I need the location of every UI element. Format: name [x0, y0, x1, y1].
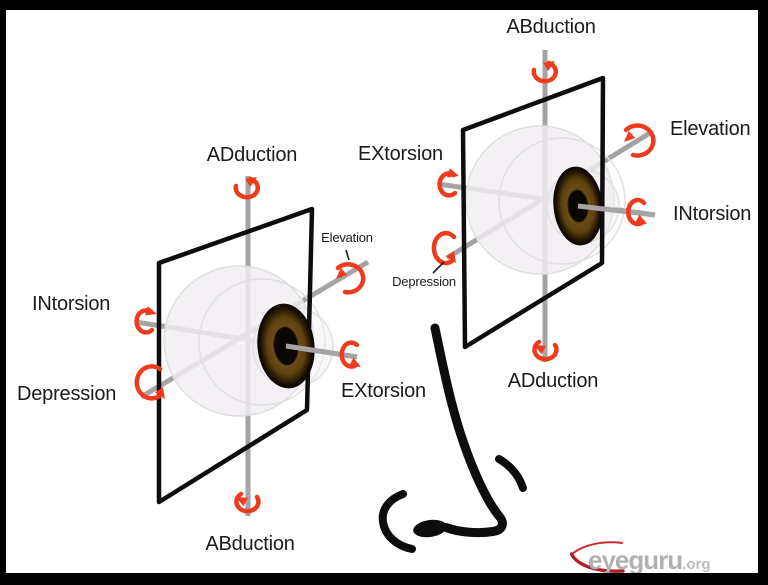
left-axis-stub-over-iris [285, 343, 358, 360]
rotation-arrow-icon [437, 168, 459, 198]
rotation-arrow-icon [134, 364, 165, 401]
right-nostril-line [495, 455, 527, 492]
rotation-arrow-icon [335, 262, 366, 295]
frame-top [0, 0, 768, 10]
nose-bridge-line [430, 323, 507, 538]
label-right-eye-adduction: ADduction [507, 370, 599, 392]
rotation-arrow-icon [134, 306, 157, 335]
right-rotation-arrows [431, 60, 656, 362]
logo-eye-swoosh-icon [569, 541, 625, 573]
label-left-eye-elevation: Elevation [321, 230, 373, 245]
rotation-arrow-icon [531, 60, 559, 84]
right-axis-stub-over-iris [577, 203, 656, 218]
label-right-eye-abduction: ABduction [506, 16, 596, 38]
rotation-arrow-icon [623, 123, 656, 158]
label-left-eye-abduction: ABduction [205, 533, 295, 555]
frame-left [0, 0, 6, 585]
left-elevation-leader-line [345, 249, 350, 261]
logo-text: eyeguru [588, 545, 683, 575]
label-right-eye-intorsion: INtorsion [673, 203, 752, 225]
nose-drawing [378, 323, 527, 553]
left-eye-diagram [134, 176, 370, 516]
label-right-eye-extorsion: EXtorsion [358, 143, 443, 165]
label-right-eye-elevation: Elevation [670, 118, 751, 140]
rotation-arrow-icon [431, 230, 457, 266]
label-left-eye-extorsion: EXtorsion [341, 380, 426, 402]
logo-suffix: .org [682, 556, 711, 573]
frame-right [758, 0, 768, 585]
rotation-arrow-icon [625, 197, 647, 227]
left-nostril-line [378, 490, 416, 553]
logo-wordmark: eyeguru.org [588, 545, 711, 576]
left-listing-plane [156, 206, 315, 505]
label-left-eye-depression: Depression [17, 383, 117, 405]
nose-tip [413, 519, 447, 538]
right-listing-plane [460, 75, 606, 350]
right-depression-leader-line [432, 261, 445, 274]
rotation-arrow-icon [339, 340, 361, 369]
left-rotation-arrows [134, 176, 366, 514]
right-eye-diagram [431, 50, 656, 362]
label-left-eye-intorsion: INtorsion [32, 293, 111, 315]
rotation-arrow-icon [234, 491, 261, 514]
label-left-eye-adduction: ADduction [206, 144, 298, 166]
label-right-eye-depression: Depression [392, 274, 456, 289]
rotation-arrow-icon [532, 339, 559, 362]
frame-bottom [0, 573, 768, 585]
rotation-arrow-icon [233, 176, 261, 200]
